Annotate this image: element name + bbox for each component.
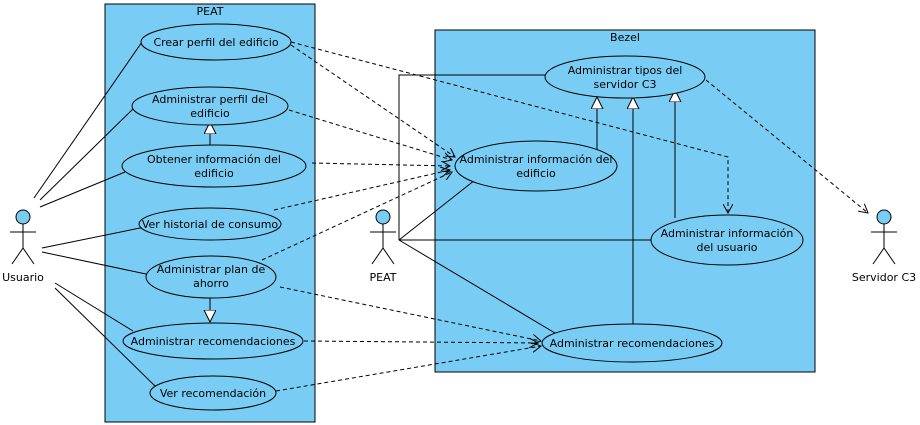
actor-usuario-head: [15, 209, 31, 225]
actor-servidor-c3[interactable]: Servidor C3: [852, 209, 916, 284]
use-case-admin-info-edif[interactable]: Administrar información del edificio: [454, 140, 618, 192]
use-case-admin-recom-peat-label: Administrar recomendaciones: [131, 335, 296, 348]
use-case-admin-recom-peat[interactable]: Administrar recomendaciones: [122, 322, 304, 360]
use-case-admin-recom-bezel-label: Administrar recomendaciones: [550, 337, 715, 350]
assoc-usuario-obtener-info: [39, 171, 126, 208]
use-case-obtener-info-label-1: Obtener información del: [147, 153, 281, 166]
dep-crear-perfil-to-info-usuario: [290, 41, 728, 213]
dep-admin-perfil-to-info-edif: [288, 109, 452, 160]
use-case-admin-info-usuario-label-2: del usuario: [696, 241, 757, 254]
use-case-ver-recom-label: Ver recomendación: [160, 387, 266, 400]
use-case-admin-tipos-label-1: Administrar tipos del: [568, 64, 683, 77]
assoc-usuario-admin-plan: [41, 251, 147, 275]
use-case-crear-perfil-label: Crear perfil del edificio: [153, 36, 278, 49]
use-case-admin-info-usuario-label-1: Administrar información: [661, 227, 794, 240]
dependencies: [261, 41, 868, 392]
use-case-admin-recom-bezel[interactable]: Administrar recomendaciones: [541, 323, 723, 363]
actor-servidor-label: Servidor C3: [852, 271, 916, 284]
use-case-admin-tipos[interactable]: Administrar tipos del servidor C3: [544, 55, 706, 99]
assoc-usuario-ver-recom: [54, 287, 156, 387]
dep-obtener-to-info-edif: [311, 163, 450, 166]
dep-ver-recom-to-recom-bezel: [275, 346, 541, 392]
use-case-admin-info-usuario[interactable]: Administrar información del usuario: [650, 214, 804, 266]
use-case-obtener-info[interactable]: Obtener información del edificio: [121, 144, 307, 188]
assoc-peat-admin-info-edif: [398, 179, 476, 241]
actor-peat-head: [375, 209, 391, 225]
use-case-admin-info-edif-label-1: Administrar información del: [460, 153, 613, 166]
use-case-admin-tipos-label-2: servidor C3: [594, 78, 657, 91]
dep-plan-to-recom-bezel: [279, 286, 541, 341]
actor-peat[interactable]: PEAT: [370, 209, 397, 284]
system-bezel-title: Bezel: [610, 31, 640, 44]
assoc-usuario-ver-historial: [41, 226, 146, 249]
use-case-admin-plan-label-2: ahorro: [193, 277, 229, 290]
use-case-admin-perfil-label-1: Administrar perfil del: [152, 93, 268, 106]
actor-servidor-legs: [872, 247, 896, 265]
assoc-usuario-crear-perfil: [33, 41, 143, 199]
use-case-admin-perfil[interactable]: Administrar perfil del edificio: [131, 86, 289, 126]
use-case-admin-plan[interactable]: Administrar plan de ahorro: [145, 255, 277, 299]
use-case-ver-historial[interactable]: Ver historial de consumo: [138, 207, 282, 241]
assoc-usuario-admin-recom: [54, 282, 134, 332]
actor-peat-label: PEAT: [370, 271, 397, 284]
use-case-admin-perfil-label-2: edificio: [190, 107, 230, 120]
peat-actor-associations: [398, 74, 651, 337]
actor-usuario[interactable]: Usuario: [2, 209, 44, 284]
actor-usuario-label: Usuario: [2, 271, 44, 284]
actor-peat-legs: [371, 247, 395, 265]
use-case-obtener-info-label-2: edificio: [194, 167, 234, 180]
usuario-associations: [33, 41, 156, 387]
use-case-admin-plan-label-1: Administrar plan de: [157, 263, 266, 276]
dep-historial-to-info-edif: [273, 170, 450, 211]
assoc-peat-admin-tipos: [398, 74, 545, 240]
use-case-ver-historial-label: Ver historial de consumo: [142, 218, 279, 231]
actor-usuario-legs: [11, 247, 35, 265]
use-case-crear-perfil[interactable]: Crear perfil del edificio: [140, 23, 292, 61]
system-peat-title: PEAT: [197, 5, 224, 18]
use-case-admin-info-edif-label-2: edificio: [516, 167, 556, 180]
assoc-usuario-admin-perfil: [39, 104, 138, 201]
dep-crear-perfil-to-info-edif: [290, 44, 455, 157]
assoc-peat-admin-recom: [398, 239, 561, 337]
use-case-ver-recom[interactable]: Ver recomendación: [149, 375, 277, 411]
actor-servidor-head: [876, 209, 892, 225]
